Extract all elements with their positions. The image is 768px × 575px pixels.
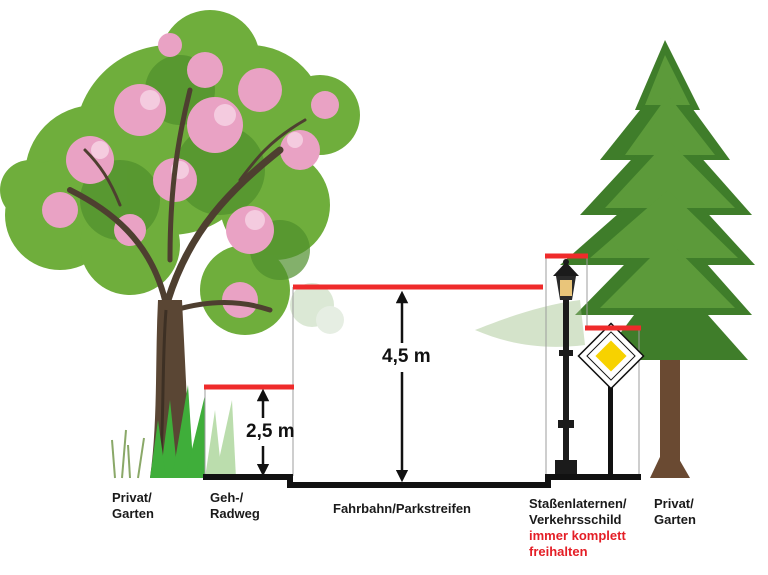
fir-tree-illustration [475, 40, 755, 478]
road-label: Fahrbahn/Parkstreifen [333, 501, 471, 517]
walkway-height-label: 2,5 m [246, 421, 295, 443]
lamp-sign-label: Staßenlaternen/ Verkehrsschild immer kom… [529, 496, 627, 560]
street-lamp [553, 259, 579, 476]
ground-profile [203, 477, 641, 485]
walkway-label: Geh-/ Radweg [210, 490, 260, 522]
keep-clear-warning-2: freihalten [529, 544, 627, 560]
priority-road-sign [578, 323, 643, 476]
blossom-tree-illustration [0, 10, 360, 478]
overhang-ghost-foliage [290, 283, 344, 334]
keep-clear-warning-1: immer komplett [529, 528, 627, 544]
right-private-garden-label: Privat/ Garten [654, 496, 696, 528]
left-private-garden-label: Privat/ Garten [112, 490, 154, 522]
road-height-label: 4,5 m [382, 346, 431, 368]
